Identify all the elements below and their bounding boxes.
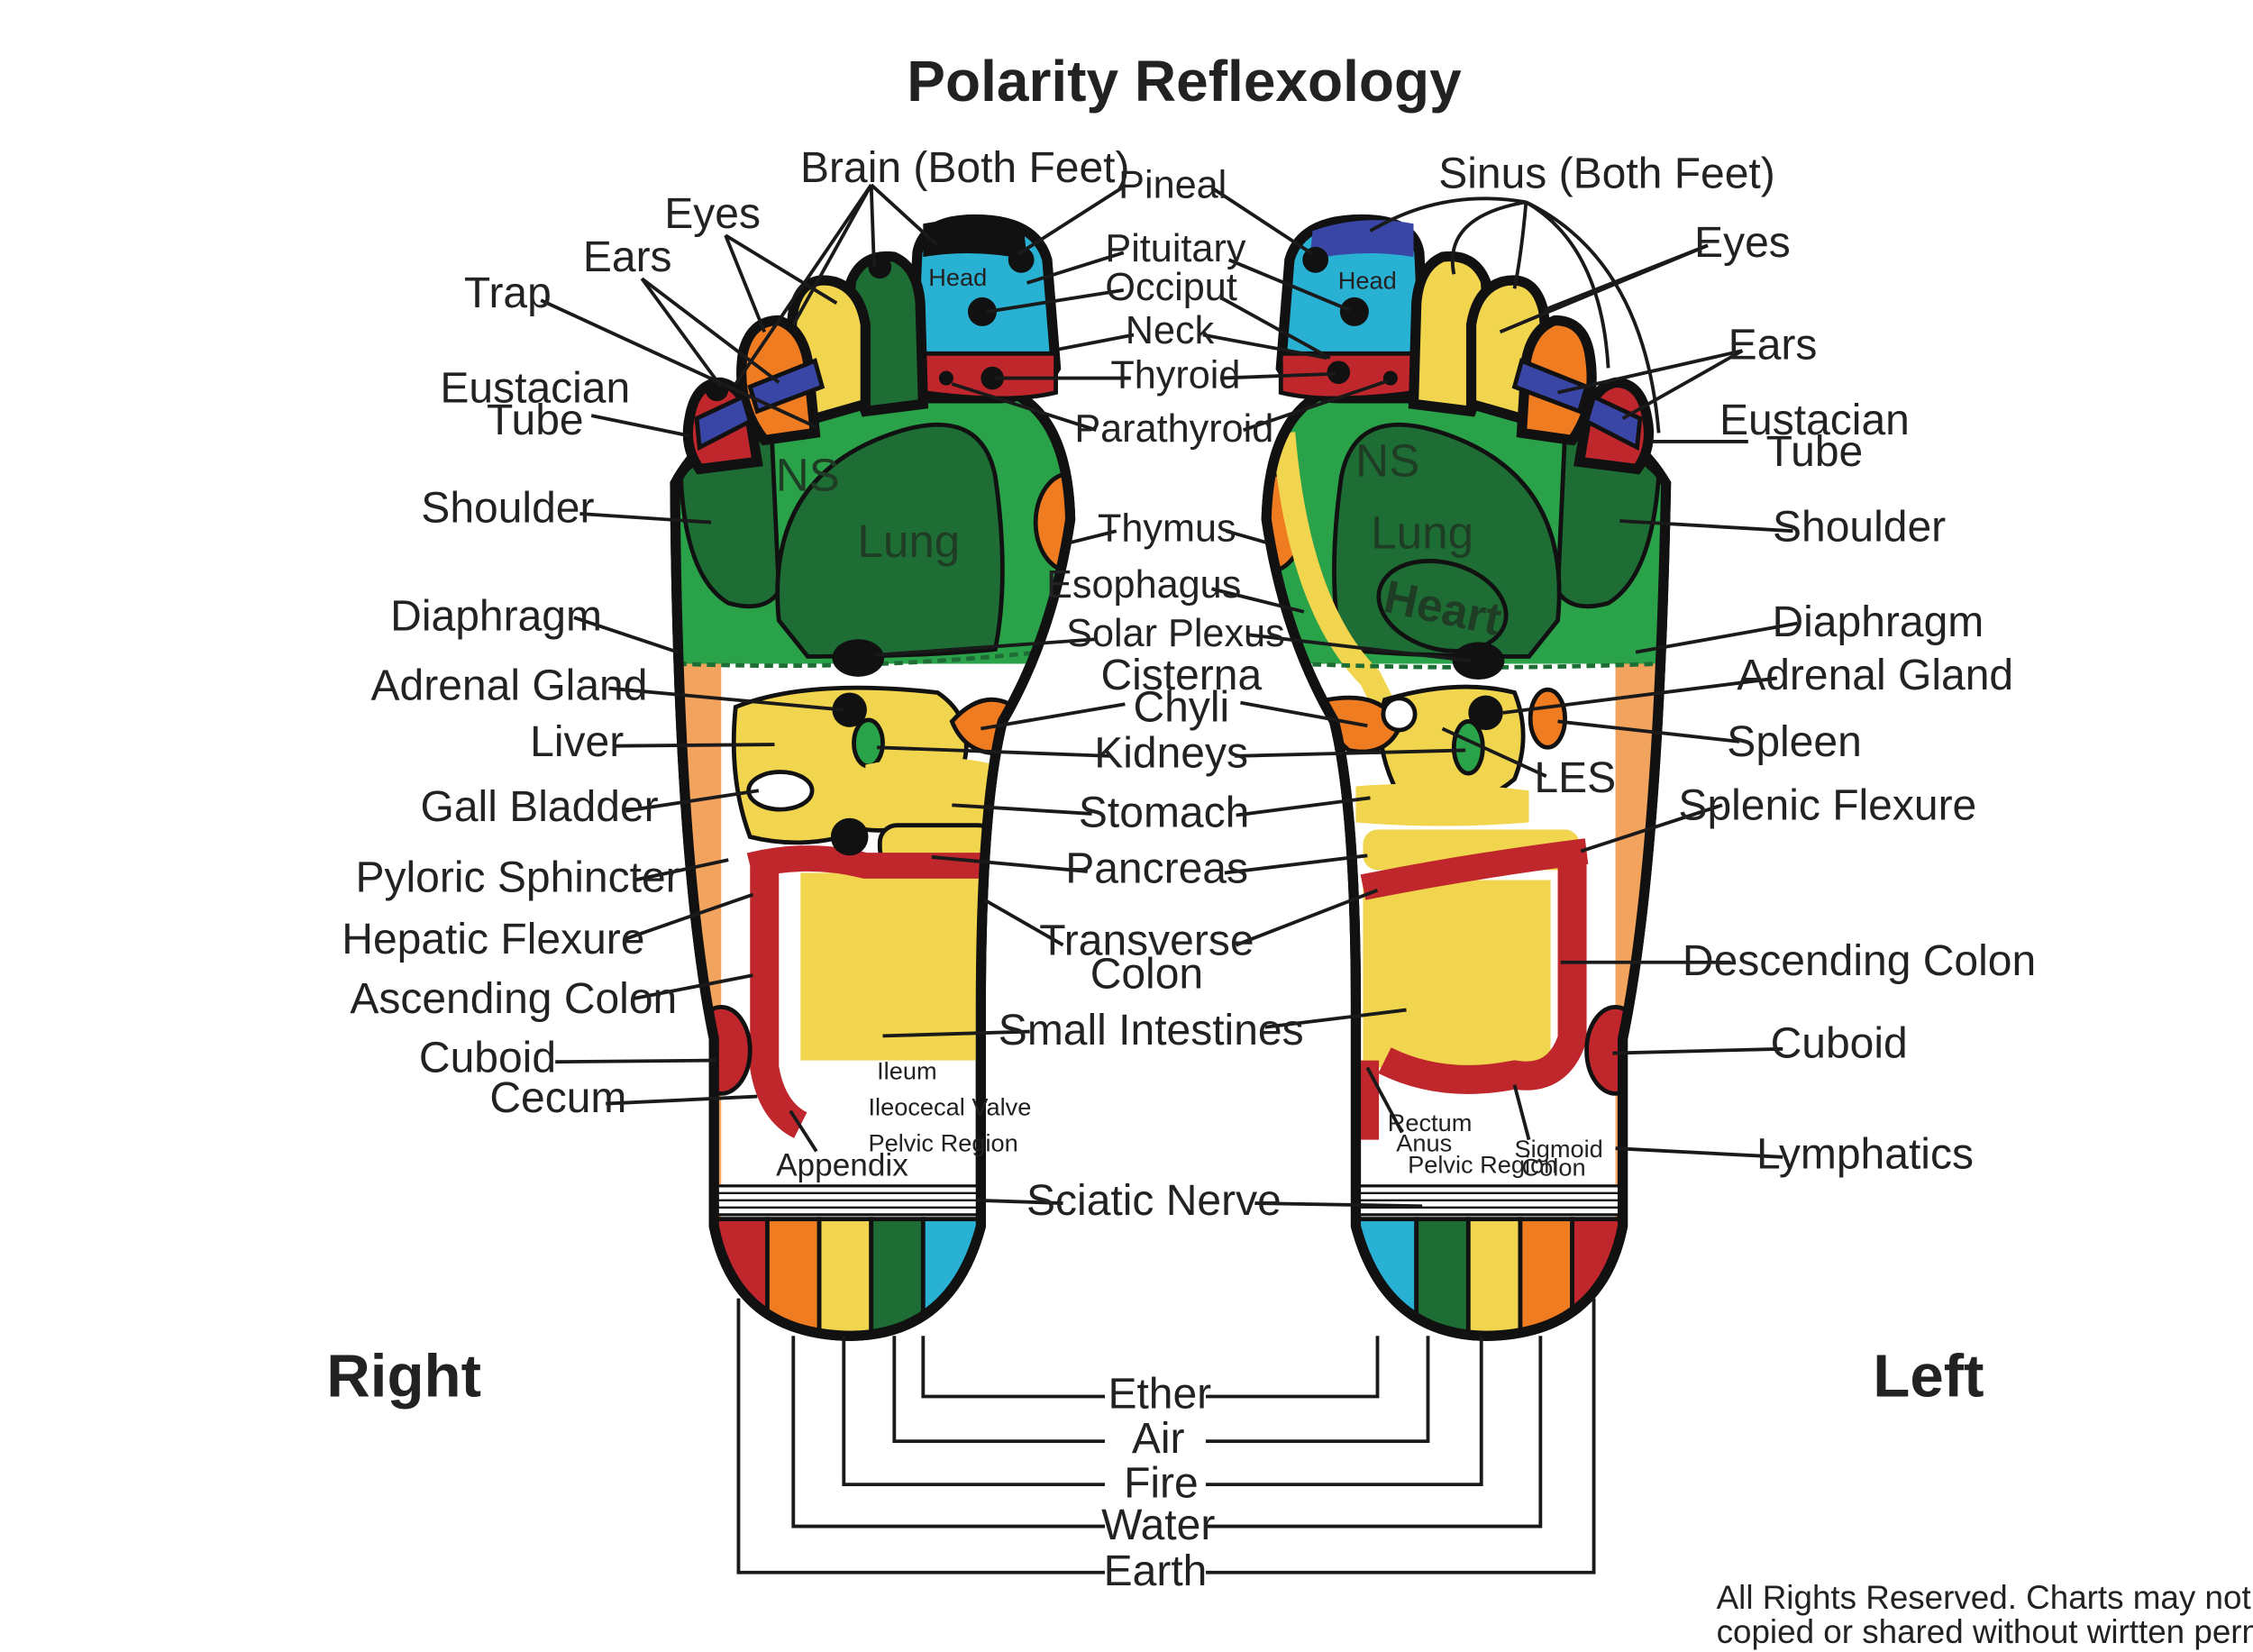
right-ileocecal-label: Ileocecal Valve xyxy=(869,1092,1032,1120)
label-spleen: Spleen xyxy=(1727,718,1861,766)
label-eustacian-right-1: Eustacian xyxy=(440,365,630,413)
label-gall-bladder: Gall Bladder xyxy=(421,783,659,831)
label-stomach: Stomach xyxy=(1079,789,1249,836)
right-cuboid-zone xyxy=(689,1004,753,1096)
label-trap: Trap xyxy=(464,269,552,317)
left-foot-label: Left xyxy=(1873,1343,1984,1410)
label-diaphragm-right: Diaphragm xyxy=(390,593,602,641)
label-kidneys: Kidneys xyxy=(1094,730,1248,778)
right-appendix-label: Appendix xyxy=(776,1148,908,1183)
label-cisterna-2: Chyli xyxy=(1133,683,1229,731)
right-side-labels: Brain (Both Feet) Eyes Ears Trap Eustaci… xyxy=(342,144,1129,1122)
element-earth: Earth xyxy=(1104,1547,1208,1595)
left-colon-label: Colon xyxy=(1522,1154,1586,1182)
leader-lines xyxy=(540,183,1798,1574)
center-labels: Pineal Pituitary Occiput Neck Thyroid Pa… xyxy=(999,163,1304,1224)
right-ileum-label: Ileum xyxy=(877,1056,936,1084)
left-lung-label: Lung xyxy=(1371,507,1473,558)
right-lung-zone xyxy=(775,422,1005,659)
right-thymus-zone xyxy=(1033,470,1071,574)
label-cuboid-right: Cuboid xyxy=(419,1034,556,1082)
label-thyroid: Thyroid xyxy=(1110,354,1240,397)
element-water: Water xyxy=(1101,1501,1215,1549)
label-liver: Liver xyxy=(530,718,624,766)
copyright-line-1: All Rights Reserved. Charts may not be r… xyxy=(1717,1579,2253,1616)
label-eustacian-left-1: Eustacian xyxy=(1719,397,1910,444)
right-stomach-zone xyxy=(865,757,996,826)
label-cisterna-1: Cisterna xyxy=(1100,652,1262,699)
label-hepatic-flexure: Hepatic Flexure xyxy=(342,916,644,963)
chart-title: Polarity Reflexology xyxy=(907,49,1462,114)
label-ears-left: Ears xyxy=(1729,322,1818,370)
label-transverse-2: Colon xyxy=(1090,951,1203,999)
label-cuboid-left: Cuboid xyxy=(1771,1019,1908,1067)
label-ears-right: Ears xyxy=(583,233,672,281)
label-pancreas: Pancreas xyxy=(1065,845,1248,893)
right-foot xyxy=(670,214,1076,1341)
label-esophagus: Esophagus xyxy=(1046,563,1241,607)
label-eustacian-right-2: Tube xyxy=(487,397,584,444)
left-ns-label: NS xyxy=(1355,434,1419,486)
label-shoulder-right: Shoulder xyxy=(421,485,594,533)
label-transverse-1: Transverse xyxy=(1039,917,1254,965)
label-brain: Brain (Both Feet) xyxy=(800,144,1129,192)
label-ascending-colon: Ascending Colon xyxy=(350,975,677,1023)
left-pelvic-label: Pelvic Region xyxy=(1408,1150,1557,1178)
label-lymphatics: Lymphatics xyxy=(1756,1131,1974,1179)
left-head-label: Head xyxy=(1338,266,1397,294)
right-pelvic-label: Pelvic Region xyxy=(869,1128,1018,1156)
label-solar-plexus: Solar Plexus xyxy=(1066,612,1285,655)
right-lung-label: Lung xyxy=(857,516,960,567)
label-eyes-left: Eyes xyxy=(1694,219,1791,267)
right-kidney-zone xyxy=(852,717,885,769)
right-small-intestine-zone xyxy=(800,872,989,1061)
copyright-line-2: copied or shared without wirtten permiss… xyxy=(1717,1613,2253,1650)
label-splenic-flexure: Splenic Flexure xyxy=(1678,781,1976,829)
label-pineal: Pineal xyxy=(1118,163,1227,206)
right-ns-label: NS xyxy=(776,449,840,500)
label-les: LES xyxy=(1534,754,1616,802)
right-foot-label: Right xyxy=(326,1343,481,1410)
element-labels: Ether Air Fire Water Earth xyxy=(1101,1370,1215,1595)
label-diaphragm-left: Diaphragm xyxy=(1772,598,1984,646)
label-adrenal-left: Adrenal Gland xyxy=(1737,652,2013,699)
label-cecum: Cecum xyxy=(489,1074,626,1122)
label-sciatic-nerve: Sciatic Nerve xyxy=(1026,1177,1282,1225)
left-foot xyxy=(1261,214,1672,1341)
label-descending-colon: Descending Colon xyxy=(1683,937,2036,985)
label-sinus: Sinus (Both Feet) xyxy=(1438,150,1775,197)
label-occiput: Occiput xyxy=(1105,266,1236,309)
element-air: Air xyxy=(1132,1415,1185,1463)
label-pituitary: Pituitary xyxy=(1105,227,1245,270)
label-eustacian-left-2: Tube xyxy=(1766,428,1864,476)
element-fire: Fire xyxy=(1124,1460,1199,1508)
label-parathyroid: Parathyroid xyxy=(1074,407,1273,451)
label-shoulder-left: Shoulder xyxy=(1773,503,1946,551)
left-side-labels: Sinus (Both Feet) Eyes Ears Eustacian Tu… xyxy=(1438,150,2036,1178)
label-adrenal-right: Adrenal Gland xyxy=(371,662,648,709)
label-eyes-right: Eyes xyxy=(664,190,761,238)
label-thymus: Thymus xyxy=(1098,507,1236,550)
right-head-label: Head xyxy=(928,263,987,291)
element-ether: Ether xyxy=(1108,1370,1211,1418)
label-pyloric-sphincter: Pyloric Sphincter xyxy=(356,853,680,901)
label-neck: Neck xyxy=(1126,309,1215,352)
left-anus-label: Anus xyxy=(1396,1128,1452,1156)
label-small-intestines: Small Intestines xyxy=(999,1007,1304,1054)
